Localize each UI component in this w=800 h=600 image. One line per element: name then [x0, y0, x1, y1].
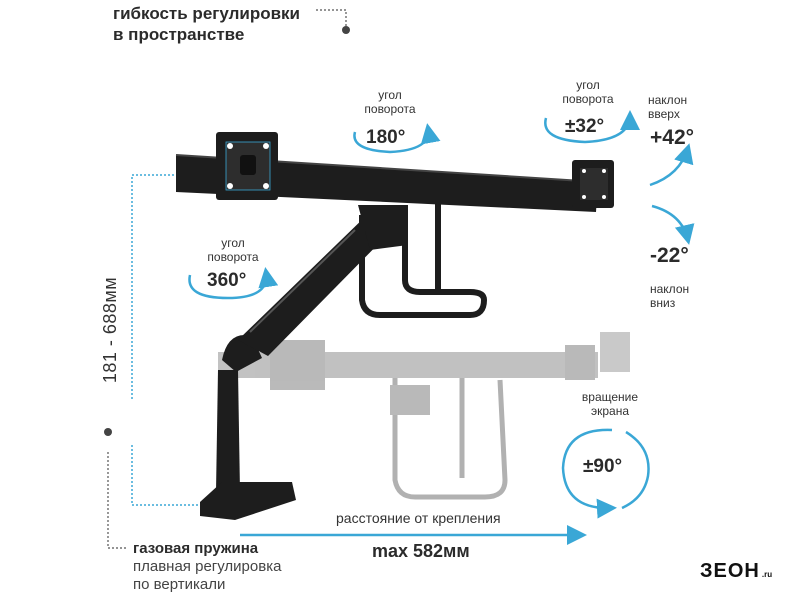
rot-top-l1: угол [378, 88, 402, 102]
tilt-up-l2: вверх [648, 107, 680, 121]
arrow-rot-top [353, 123, 441, 154]
arrow-tilt-down [651, 204, 695, 245]
rot-left-l2: поворота [207, 250, 259, 264]
rot-right-label: угол поворота [553, 78, 623, 106]
spring-l2: плавная регулировка [133, 558, 282, 575]
screen-rot-value: ±90° [583, 456, 623, 477]
crossbar [176, 155, 598, 212]
spring-label: газовая пружина плавная регулировка по в… [133, 540, 281, 594]
arm-main [238, 212, 394, 356]
screen-rot-label: вращение экрана [570, 390, 650, 418]
tilt-up-label: наклон вверх [648, 93, 687, 121]
rot-right-value: ±32° [565, 116, 605, 137]
rot-left-label: угол поворота [198, 236, 268, 264]
arm-base [200, 482, 296, 520]
arrow-tilt-up [649, 143, 694, 187]
spring-leader [107, 452, 126, 549]
spring-l3: по вертикали [133, 576, 226, 593]
rot-top-label: угол поворота [355, 88, 425, 116]
distance-max: max 582мм [372, 541, 470, 561]
spring-l1: газовая пружина [133, 540, 259, 557]
header-title: гибкость регулировки в пространстве [113, 3, 300, 45]
rot-left-value: 360° [207, 270, 247, 291]
rot-top-value: 180° [366, 127, 406, 148]
arm-pole [216, 370, 240, 492]
header-dot [342, 26, 350, 34]
tilt-down-label: наклон вниз [650, 282, 689, 310]
rot-right-l1: угол [576, 78, 600, 92]
header-line1: гибкость регулировки [113, 4, 301, 23]
tilt-down-l1: наклон [650, 282, 690, 296]
arrow-rot-left [188, 267, 279, 300]
vesa-plate-right [572, 160, 614, 208]
height-line-top [131, 174, 178, 400]
brand-logo: ЗЕОН.ru [700, 560, 772, 583]
height-line-bottom [131, 445, 205, 506]
rot-right-l2: поворота [562, 92, 614, 106]
tilt-up-l1: наклон [648, 93, 688, 107]
arrow-screen-rot [561, 428, 617, 519]
vesa-plate-left [216, 132, 278, 200]
tilt-down-l2: вниз [650, 296, 676, 310]
tilt-down-value: -22° [650, 244, 689, 267]
brand-main: ЗЕОН [700, 560, 760, 582]
rot-top-l2: поворота [364, 102, 416, 116]
tilt-up-value: +42° [650, 126, 695, 149]
distance-label: расстояние от крепления [336, 510, 501, 526]
arm-handle [359, 210, 488, 318]
header-line2: в пространстве [113, 25, 245, 44]
header-leader [316, 9, 347, 26]
ghost-arm [218, 332, 630, 500]
height-dot [104, 428, 112, 436]
height-range-label: 181 - 688мм [100, 276, 120, 384]
rot-left-l1: угол [221, 236, 245, 250]
brand-suffix: .ru [761, 570, 773, 579]
screen-rot-l2: экрана [590, 404, 630, 418]
arrow-rot-right [544, 110, 640, 144]
screen-rot-l1: вращение [581, 390, 639, 404]
